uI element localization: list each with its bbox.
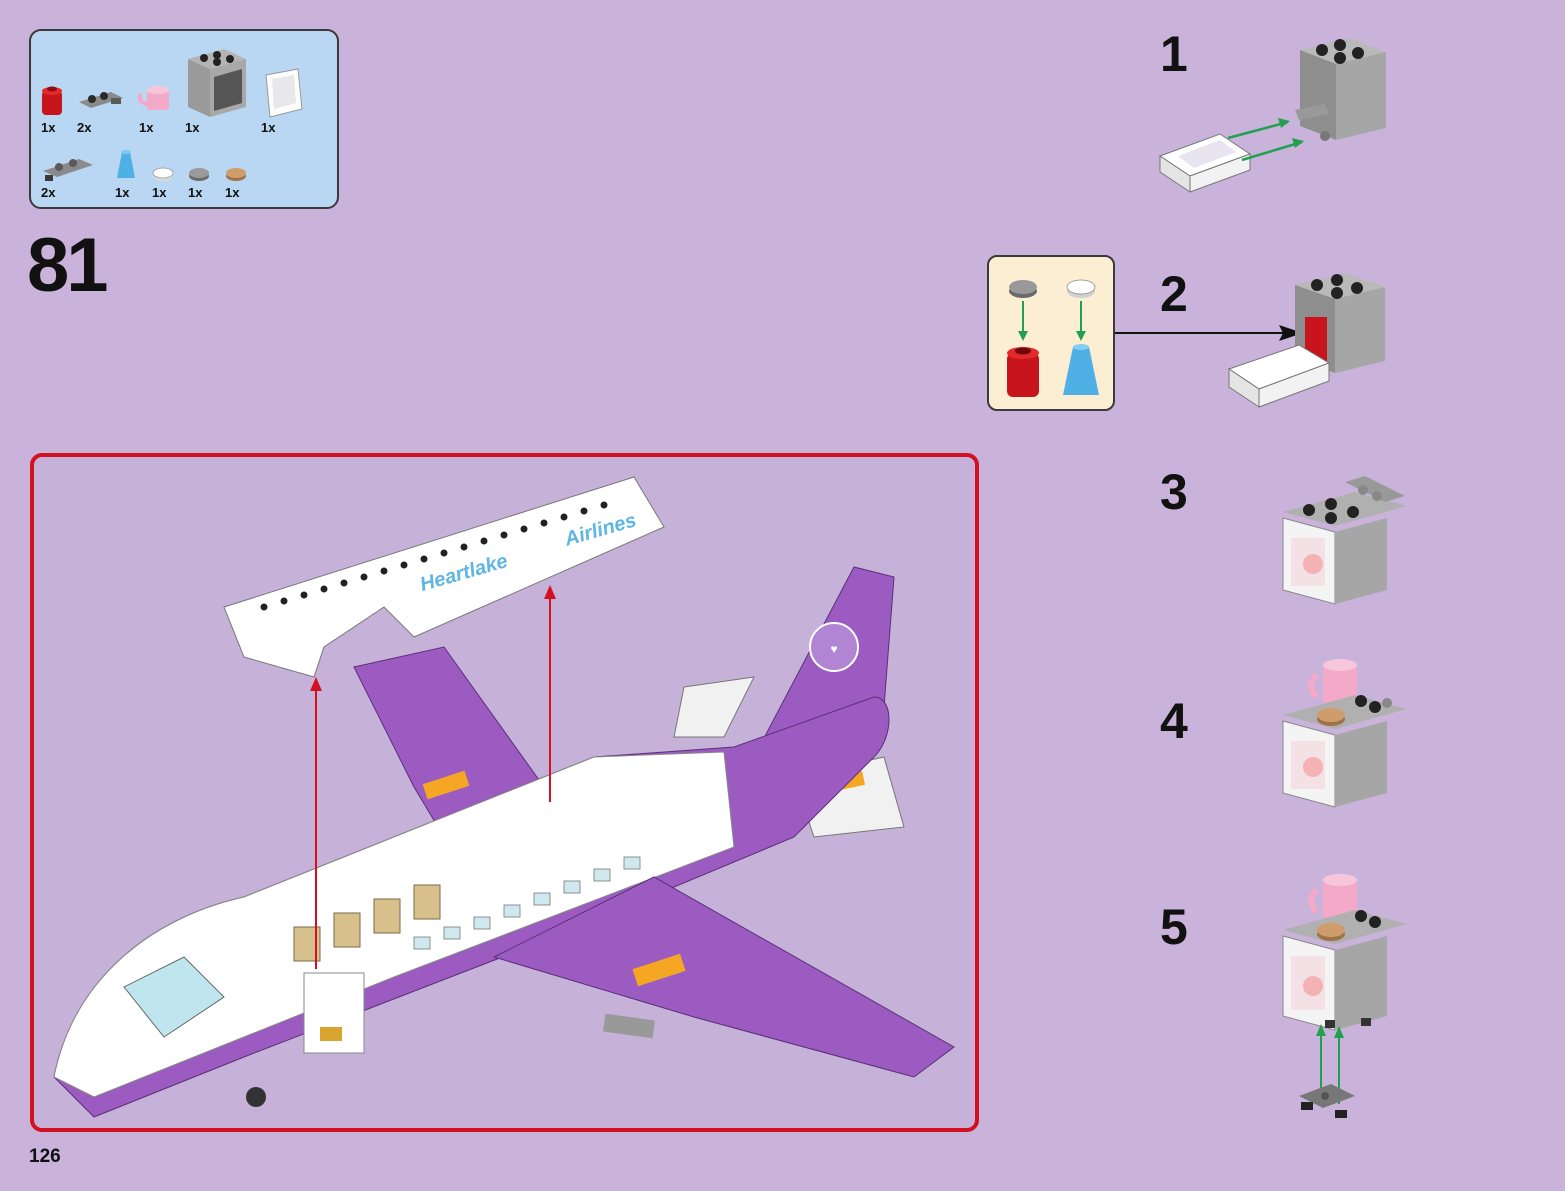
- qty-label: 1x: [185, 120, 200, 135]
- red-round-brick-icon: [42, 86, 62, 115]
- pink-cup-icon: [137, 86, 169, 110]
- qty-label: 1x: [41, 120, 56, 135]
- callout-pointer-arrow: [1115, 325, 1303, 341]
- qty-label: 2x: [41, 185, 56, 200]
- grey-cupboard-icon: [188, 49, 246, 117]
- white-round-tile-icon: [152, 167, 174, 181]
- qty-label: 1x: [261, 120, 276, 135]
- main-assembly-frame: ♥: [30, 453, 979, 1132]
- sub-step-3-number: 3: [1160, 464, 1188, 520]
- airplane-illustration: ♥: [53, 476, 955, 1118]
- sub-step-5-number: 5: [1160, 899, 1188, 955]
- grey-plate-clip-icon: [79, 92, 123, 108]
- white-door-icon: [265, 68, 303, 118]
- grey-round-tile-icon: [189, 168, 209, 181]
- sub-step-5-illustration: [1282, 874, 1407, 1118]
- callout-illustration: [1007, 279, 1099, 397]
- blue-cone-icon: [117, 150, 135, 178]
- sub-step-1-number: 1: [1160, 26, 1188, 82]
- sub-assembly-callout: [987, 255, 1115, 411]
- step-number: 81: [27, 223, 109, 308]
- sub-step-4-illustration: [1282, 659, 1407, 808]
- svg-text:♥: ♥: [830, 642, 837, 656]
- qty-label: 2x: [77, 120, 92, 135]
- sub-step-2-number: 2: [1160, 266, 1188, 322]
- sub-step-3-illustration: [1282, 476, 1407, 605]
- qty-label: 1x: [188, 185, 203, 200]
- tan-round-tile-icon: [226, 168, 246, 181]
- page-number: 126: [29, 1146, 61, 1167]
- qty-label: 1x: [152, 185, 167, 200]
- qty-label: 1x: [139, 120, 154, 135]
- qty-label: 1x: [115, 185, 130, 200]
- sub-step-4-number: 4: [1160, 693, 1188, 749]
- parts-list-panel: 1x 2x 1x 1x 1x 2x 1x 1x: [29, 29, 339, 209]
- grey-plate-wheels-icon: [43, 159, 93, 181]
- qty-label: 1x: [225, 185, 240, 200]
- sub-step-2-illustration: [1227, 273, 1385, 408]
- sub-step-1-illustration: [1158, 38, 1386, 193]
